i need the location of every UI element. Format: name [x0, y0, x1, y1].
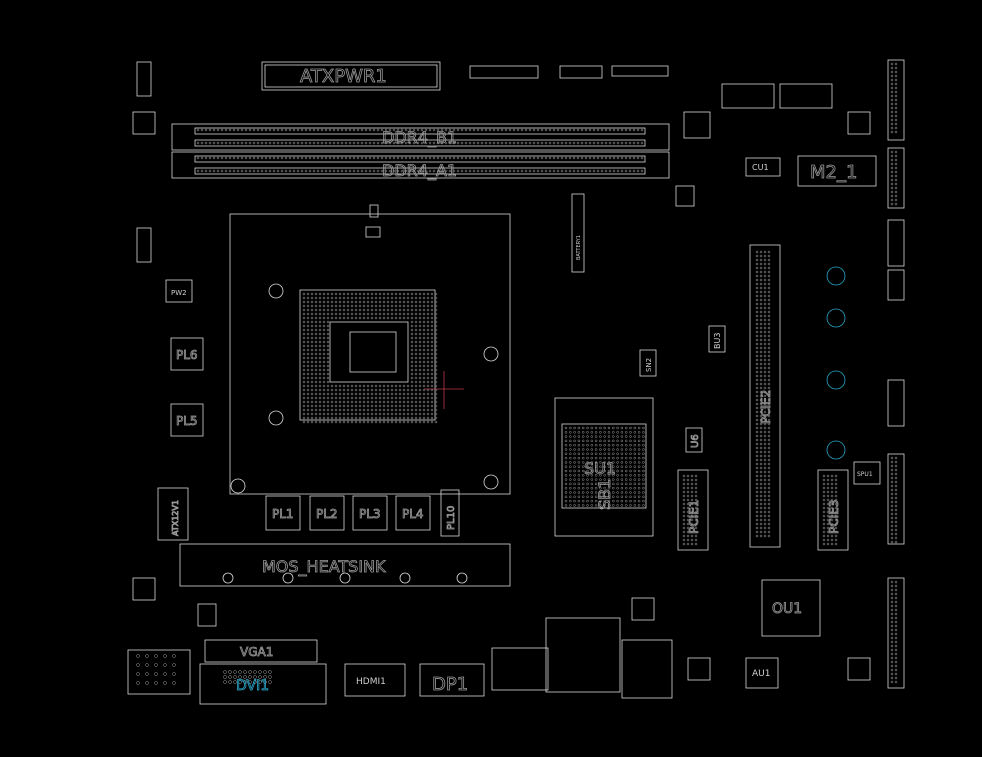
label-au1: AU1 [752, 669, 770, 679]
pcie2-slot [749, 244, 781, 548]
mount-hole-3 [826, 370, 846, 390]
mount-hole-2 [826, 308, 846, 328]
label-pw2: PW2 [171, 289, 187, 297]
m2-slot [797, 155, 877, 187]
ou1-chip [761, 579, 821, 637]
atxpwr-connector [261, 61, 441, 91]
label-dvi: DVI1 [236, 678, 269, 694]
label-pl1: PL1 [272, 507, 294, 521]
atx12v-connector [157, 487, 189, 541]
label-atx12v: ATX12V1 [171, 500, 180, 536]
u6-chip [685, 427, 703, 453]
cu1-chip [745, 157, 781, 177]
pch-chip [554, 397, 654, 537]
label-su1: SU1 [584, 459, 616, 478]
pcie3-slot [817, 469, 849, 551]
label-battery: BATTERY1 [576, 235, 582, 260]
hdmi-connector [344, 663, 406, 697]
dp-connector [419, 663, 485, 697]
label-pcie2: PCIE2 [759, 390, 773, 424]
ps2-port [127, 649, 191, 695]
battery-holder [571, 193, 585, 273]
label-sb: SB1 [595, 479, 614, 510]
mount-hole-4 [826, 440, 846, 460]
pl2-choke [309, 495, 345, 531]
label-pl4: PL4 [402, 507, 424, 521]
pl6-choke [170, 337, 204, 371]
pl5-choke [170, 403, 204, 437]
ddr4-a-slot [171, 151, 670, 179]
pl4-choke [395, 495, 431, 531]
label-pcie1: PCIE1 [687, 500, 701, 534]
vga-connector [204, 639, 318, 663]
label-u6: U6 [690, 434, 701, 448]
label-pcie3: PCIE3 [827, 500, 841, 534]
label-atxpwr: ATXPWR1 [300, 66, 387, 87]
label-dp: DP1 [432, 674, 468, 695]
cpu-pin-field [299, 289, 436, 421]
label-cu1: CU1 [752, 163, 769, 172]
usb-stack-1 [491, 647, 549, 691]
label-pl3: PL3 [359, 507, 381, 521]
cpu-socket [229, 213, 511, 495]
pl1-choke [265, 495, 301, 531]
label-hdmi: HDMI1 [356, 677, 386, 687]
mos-heatsink [179, 543, 511, 587]
lan-usb-stack [545, 617, 621, 693]
pl3-choke [352, 495, 388, 531]
label-m2: M2_1 [810, 162, 857, 183]
pw2-chip [165, 279, 193, 303]
label-pl6: PL6 [176, 348, 198, 362]
label-bu3: BU3 [713, 333, 722, 349]
label-ou1: OU1 [772, 601, 802, 617]
pcie1-slot [677, 469, 709, 551]
label-vga: VGA1 [240, 645, 273, 659]
ddr4-b-slot [171, 123, 670, 151]
label-ddr4-b: DDR4_B1 [382, 128, 457, 148]
label-pl5: PL5 [176, 414, 198, 428]
usb-stack-2 [621, 639, 673, 699]
bu3-chip [708, 325, 726, 353]
mount-hole-1 [826, 266, 846, 286]
dvi-connector [199, 663, 327, 705]
label-spu1: SPU1 [857, 471, 873, 478]
au1-chip [745, 657, 779, 689]
pl10-choke [440, 489, 460, 537]
label-sn2: SN2 [645, 358, 653, 372]
label-ddr4-a: DDR4_A1 [382, 161, 457, 181]
label-pl10: PL10 [446, 506, 457, 530]
sn2-chip [639, 349, 657, 377]
label-pl2: PL2 [316, 507, 338, 521]
label-mos-heatsink: MOS_HEATSINK [262, 557, 386, 577]
atxpwr-inner [264, 64, 438, 88]
spu1-chip [853, 461, 881, 485]
